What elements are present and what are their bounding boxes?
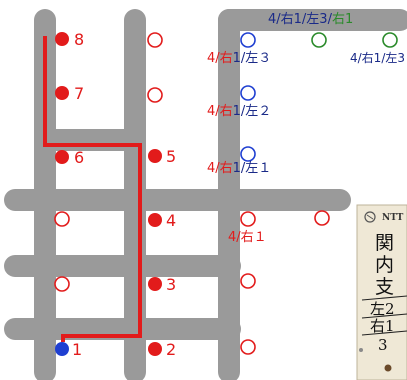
annotation-highlight: 右1 (332, 12, 353, 27)
pole-4: 4 (148, 211, 176, 230)
pole-marker (55, 212, 69, 226)
annotation-text: 4/右1/左3/ (268, 12, 333, 27)
plate-text-3: 支 (375, 276, 394, 298)
annotation-right-1: 4/右１ (228, 230, 267, 245)
pole-marker (312, 33, 326, 47)
pole-number: 5 (166, 147, 176, 166)
pole-8: 8 (55, 30, 84, 49)
pole-7: 7 (55, 84, 84, 103)
pole-5: 5 (148, 147, 176, 166)
pole-dot (148, 213, 162, 227)
plate-brand: NTT (382, 213, 404, 223)
pole-number: 3 (166, 275, 176, 294)
pole-number: 6 (74, 148, 84, 167)
plate-text-6: 3 (378, 336, 388, 354)
pole-marker (241, 274, 255, 288)
road-network (15, 20, 400, 372)
pole-3: 3 (148, 275, 176, 294)
pole-marker (241, 340, 255, 354)
pole-marker (148, 33, 162, 47)
pole-dot (148, 342, 162, 356)
plate-text-1: 関 (375, 232, 394, 254)
annotation-highlight: 4/右 (207, 161, 233, 176)
pole-1: 1 (55, 340, 82, 359)
pole-marker (383, 33, 397, 47)
annotation-text: 1/左２ (233, 104, 272, 119)
annotation-text: 1/左１ (233, 161, 272, 176)
pole-2: 2 (148, 340, 176, 359)
pole-dot (55, 86, 69, 100)
plate-text-2: 内 (375, 254, 394, 276)
annotation-highlight: 4/右 (207, 51, 233, 66)
pole-dot (55, 32, 69, 46)
pole-marker (241, 147, 255, 161)
pole-sign-plate-photo: NTT 関 内 支 左2 右1 3 (357, 205, 407, 380)
annotation-top: 4/右1/左3/右1 (268, 12, 353, 27)
pole-dot (55, 150, 69, 164)
annotation-left-2: 4/右1/左２ (207, 104, 271, 119)
pole-marker (241, 33, 255, 47)
pole-number: 4 (166, 211, 176, 230)
annotation-text: 1/左３ (233, 51, 272, 66)
screw-icon (385, 365, 392, 372)
annotation-left-1: 4/右1/左１ (207, 161, 271, 176)
pole-marker (55, 277, 69, 291)
annotation-highlight: 4/右 (207, 104, 233, 119)
annotation-text: 4/右1/左3 (350, 50, 405, 65)
annotation-highlight: 4/右１ (228, 230, 267, 245)
annotation-left-3: 4/右1/左３ (207, 51, 271, 66)
screw-icon (359, 348, 363, 352)
pole-marker (148, 88, 162, 102)
pole-marker (315, 211, 329, 225)
pole-number: 2 (166, 340, 176, 359)
pole-dot (148, 277, 162, 291)
pole-dot (148, 149, 162, 163)
pole-marker (241, 212, 255, 226)
pole-number: 1 (72, 340, 82, 359)
pole-dot-start (55, 342, 69, 356)
pole-marker (241, 86, 255, 100)
annotation-right-3: 4/右1/左3 (350, 50, 405, 65)
pole-number: 8 (74, 30, 84, 49)
pole-number: 7 (74, 84, 84, 103)
